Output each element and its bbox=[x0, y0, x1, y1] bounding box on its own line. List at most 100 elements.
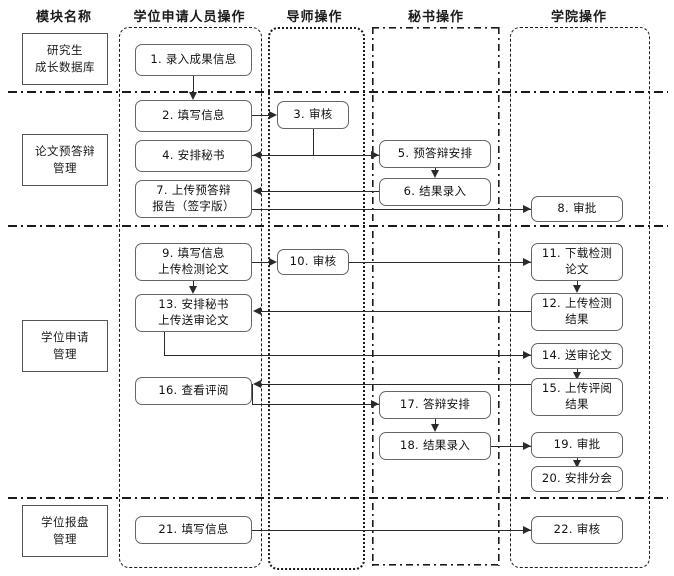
node-label: 4. 安排秘书 bbox=[162, 148, 225, 163]
node-label: 5. 预答辩安排 bbox=[397, 146, 473, 161]
arrowhead-n11-n12 bbox=[572, 285, 581, 293]
arrowhead-n16-n17 bbox=[371, 399, 379, 408]
node-1-enter-achievement-info[interactable]: 1. 录入成果信息 bbox=[135, 44, 252, 76]
edge-n11-n12 bbox=[577, 281, 579, 287]
column-header-secretary: 秘书操作 bbox=[407, 10, 464, 25]
module-label: 学位申请 管理 bbox=[41, 329, 89, 361]
node-label: 19. 审批 bbox=[553, 437, 601, 452]
edge-n16-n17 bbox=[252, 404, 379, 406]
section-separator-1 bbox=[8, 91, 668, 93]
module-box-degree-report: 学位报盘 管理 bbox=[22, 505, 108, 557]
module-box-degree-application: 学位申请 管理 bbox=[22, 320, 108, 372]
column-header-module: 模块名称 bbox=[35, 10, 92, 25]
edge-n12-n13 bbox=[261, 311, 531, 313]
node-12-upload-detection-result[interactable]: 12. 上传检测 结果 bbox=[531, 293, 623, 331]
edge-n13-n14-vert bbox=[164, 332, 166, 356]
edge-n3-n4-vert bbox=[313, 129, 315, 156]
arrowhead-n19-n20 bbox=[572, 460, 581, 468]
edge-n6-n7 bbox=[261, 191, 379, 193]
node-10-review[interactable]: 10. 审核 bbox=[277, 249, 349, 275]
arrowhead-n14-n15 bbox=[572, 372, 581, 380]
arrowhead-n1-n2 bbox=[188, 92, 197, 100]
arrowhead-n9-n10 bbox=[269, 257, 277, 266]
module-box-graduate-growth-db: 研究生 成长数据库 bbox=[22, 33, 108, 85]
node-label: 22. 审核 bbox=[553, 522, 601, 537]
node-13-assign-secretary-upload-review-thesis[interactable]: 13. 安排秘书 上传送审论文 bbox=[135, 294, 252, 332]
arrowhead-n17-n18 bbox=[430, 424, 439, 432]
module-label: 研究生 成长数据库 bbox=[35, 42, 95, 74]
arrowhead-n2-n3 bbox=[269, 110, 277, 119]
node-label: 13. 安排秘书 上传送审论文 bbox=[158, 297, 229, 327]
arrowhead-n7-n8 bbox=[523, 204, 531, 213]
node-label: 17. 答辩安排 bbox=[399, 397, 471, 412]
node-17-defense-arrangement[interactable]: 17. 答辩安排 bbox=[379, 391, 491, 419]
node-label: 12. 上传检测 结果 bbox=[541, 296, 613, 326]
node-9-fill-info-upload-detection-thesis[interactable]: 9. 填写信息 上传检测论文 bbox=[135, 243, 252, 281]
node-4-assign-secretary[interactable]: 4. 安排秘书 bbox=[135, 140, 252, 172]
node-8-approval[interactable]: 8. 审批 bbox=[531, 196, 623, 222]
node-21-fill-info[interactable]: 21. 填写信息 bbox=[135, 516, 252, 544]
column-header-college: 学院操作 bbox=[550, 10, 607, 25]
arrowhead-n15-n16 bbox=[253, 380, 261, 388]
node-label: 3. 审核 bbox=[293, 107, 333, 122]
edge-n16-n17-stub bbox=[252, 384, 254, 405]
node-label: 16. 查看评阅 bbox=[158, 383, 229, 398]
node-label: 14. 送审论文 bbox=[541, 348, 613, 363]
node-20-arrange-subcommittee[interactable]: 20. 安排分会 bbox=[531, 466, 623, 492]
node-11-download-detection-thesis[interactable]: 11. 下载检测 论文 bbox=[531, 243, 623, 281]
arrowhead-n13-n14 bbox=[523, 351, 531, 359]
arrowhead-n12-n13 bbox=[253, 307, 261, 315]
column-header-advisor: 导师操作 bbox=[286, 10, 343, 25]
edge-n21-n22 bbox=[252, 530, 531, 532]
node-2-fill-info[interactable]: 2. 填写信息 bbox=[135, 100, 252, 132]
edge-n10-n11 bbox=[349, 262, 531, 264]
node-label: 10. 审核 bbox=[289, 254, 337, 269]
node-label: 7. 上传预答辩 报告（签字版） bbox=[152, 183, 235, 213]
swimlane-secretary bbox=[372, 27, 500, 566]
arrowhead-n6-n7 bbox=[253, 187, 261, 195]
node-label: 9. 填写信息 上传检测论文 bbox=[158, 246, 229, 276]
edge-n18-n19 bbox=[491, 446, 531, 448]
section-separator-3 bbox=[8, 497, 668, 499]
edge-n14-n15 bbox=[577, 369, 579, 374]
node-label: 20. 安排分会 bbox=[541, 471, 613, 486]
arrowhead-n18-n19 bbox=[523, 441, 531, 450]
node-label: 15. 上传评阅 结果 bbox=[541, 381, 613, 411]
edge-n13-n14-horz bbox=[164, 355, 531, 357]
edge-n15-n16 bbox=[261, 384, 531, 386]
node-5-predefense-arrangement[interactable]: 5. 预答辩安排 bbox=[379, 140, 491, 168]
edge-n7-n8 bbox=[252, 209, 531, 211]
node-22-review[interactable]: 22. 审核 bbox=[531, 516, 623, 544]
arrowhead-n5-n6 bbox=[430, 170, 439, 178]
module-label: 论文预答辩 管理 bbox=[35, 143, 95, 175]
node-15-upload-review-result[interactable]: 15. 上传评阅 结果 bbox=[531, 378, 623, 416]
arrowhead-n21-n22 bbox=[523, 525, 531, 534]
module-label: 学位报盘 管理 bbox=[41, 514, 89, 546]
arrowhead-n4-n5 bbox=[371, 150, 379, 159]
node-16-view-review[interactable]: 16. 查看评阅 bbox=[135, 377, 252, 405]
edge-n1-n2 bbox=[193, 76, 195, 92]
edge-n2-n3 bbox=[252, 115, 269, 117]
arrowhead-n9-n13 bbox=[188, 286, 197, 294]
edge-n17-n18 bbox=[435, 419, 437, 426]
section-separator-2 bbox=[8, 225, 668, 227]
node-14-send-thesis-for-review[interactable]: 14. 送审论文 bbox=[531, 343, 623, 369]
node-label: 21. 填写信息 bbox=[158, 522, 229, 537]
edge-n9-n10 bbox=[252, 262, 269, 264]
module-box-predefense: 论文预答辩 管理 bbox=[22, 134, 108, 186]
arrowhead-n10-n11 bbox=[523, 257, 531, 266]
node-19-approval[interactable]: 19. 审批 bbox=[531, 432, 623, 458]
node-18-result-entry[interactable]: 18. 结果录入 bbox=[379, 432, 491, 460]
node-label: 2. 填写信息 bbox=[162, 108, 225, 123]
edge-n4-n5 bbox=[252, 155, 379, 157]
node-label: 6. 结果录入 bbox=[403, 184, 467, 199]
node-label: 8. 审批 bbox=[557, 201, 597, 216]
node-6-result-entry[interactable]: 6. 结果录入 bbox=[379, 178, 491, 206]
column-header-applicant: 学位申请人员操作 bbox=[133, 10, 246, 25]
node-7-upload-predefense-report[interactable]: 7. 上传预答辩 报告（签字版） bbox=[135, 180, 252, 218]
node-3-review[interactable]: 3. 审核 bbox=[277, 101, 349, 129]
node-label: 18. 结果录入 bbox=[399, 438, 471, 453]
node-label: 11. 下载检测 论文 bbox=[541, 246, 613, 276]
edge-n9-n13 bbox=[193, 281, 195, 288]
